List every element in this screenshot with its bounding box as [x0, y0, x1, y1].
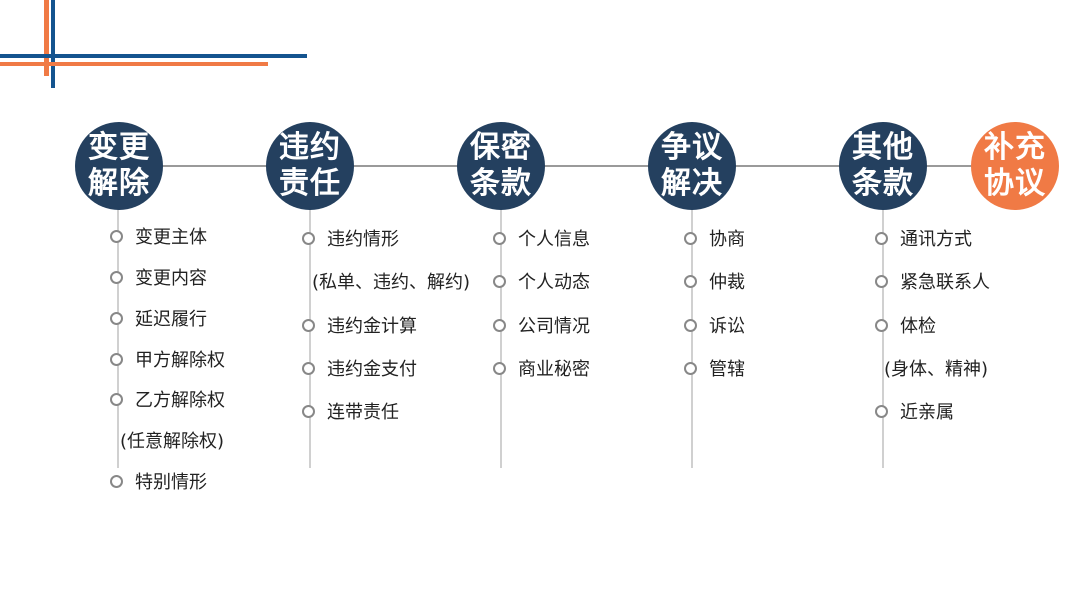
- item-label: 商业秘密: [518, 359, 590, 380]
- item-label: 变更主体: [135, 227, 207, 248]
- list-item: 连带责任: [302, 398, 399, 424]
- node-title-line2: 条款: [852, 166, 914, 201]
- item-label: 公司情况: [518, 316, 590, 337]
- node-change-termination: 变更 解除: [75, 122, 163, 210]
- item-label: 违约金计算: [327, 316, 417, 337]
- node-other-clauses: 其他 条款: [839, 122, 927, 210]
- node-title-line1: 争议: [661, 130, 723, 165]
- node-title-line2: 条款: [470, 166, 532, 201]
- node-title-line1: 违约: [279, 130, 341, 165]
- item-label: 个人动态: [518, 272, 590, 293]
- circle-bullet-icon: [875, 318, 888, 332]
- item-label: 近亲属: [900, 402, 954, 423]
- circle-bullet-icon: [110, 270, 123, 284]
- circle-bullet-icon: [302, 404, 315, 418]
- circle-bullet-icon: [302, 231, 315, 245]
- list-item: 违约情形: [302, 225, 399, 251]
- list-item: 协商: [684, 225, 745, 251]
- circle-bullet-icon: [110, 474, 123, 488]
- item-label: 违约情形: [327, 229, 399, 250]
- item-label: 仲裁: [709, 272, 745, 293]
- circle-bullet-icon: [110, 311, 123, 325]
- circle-bullet-icon: [302, 361, 315, 375]
- node-title-line1: 保密: [470, 130, 532, 165]
- column-5-line: [882, 206, 884, 468]
- node-breach-liability: 违约 责任: [266, 122, 354, 210]
- deco-orange-vertical: [44, 0, 49, 76]
- list-item: 变更主体: [110, 223, 207, 249]
- list-item: 违约金支付: [302, 355, 417, 381]
- node-title-line2: 责任: [279, 166, 341, 201]
- node-title-line1: 变更: [88, 130, 150, 165]
- circle-bullet-icon: [875, 231, 888, 245]
- item-label: 延迟履行: [135, 309, 207, 330]
- list-item: 体检: [875, 312, 936, 338]
- column-1-line: [117, 206, 119, 468]
- item-label: 诉讼: [709, 316, 745, 337]
- list-item: 变更内容: [110, 264, 207, 290]
- list-item: 延迟履行: [110, 305, 207, 331]
- item-label: 管辖: [709, 359, 745, 380]
- item-label: 通讯方式: [900, 229, 972, 250]
- circle-bullet-icon: [302, 318, 315, 332]
- list-item: 个人信息: [493, 225, 590, 251]
- item-label: 违约金支付: [327, 359, 417, 380]
- node-title-line2: 解决: [661, 166, 723, 201]
- circle-bullet-icon: [110, 392, 123, 406]
- list-item: 管辖: [684, 355, 745, 381]
- list-item: 特别情形: [110, 468, 207, 494]
- item-note: (身体、精神): [884, 359, 989, 380]
- node-supplementary-agreement: 补充 协议: [971, 122, 1059, 210]
- item-label: 乙方解除权: [135, 390, 225, 411]
- circle-bullet-icon: [684, 231, 697, 245]
- item-note: (私单、违约、解约): [312, 272, 471, 293]
- list-item: 仲裁: [684, 268, 745, 294]
- node-dispute-resolution: 争议 解决: [648, 122, 736, 210]
- circle-bullet-icon: [684, 361, 697, 375]
- node-title-line1: 其他: [852, 130, 914, 165]
- timeline-axis: [80, 165, 1040, 167]
- node-title-line1: 补充: [984, 130, 1046, 165]
- list-item: 甲方解除权: [110, 346, 225, 372]
- circle-bullet-icon: [684, 318, 697, 332]
- circle-bullet-icon: [875, 274, 888, 288]
- list-item: 通讯方式: [875, 225, 972, 251]
- item-label: 个人信息: [518, 229, 590, 250]
- circle-bullet-icon: [110, 229, 123, 243]
- column-2-line: [309, 206, 311, 468]
- circle-bullet-icon: [684, 274, 697, 288]
- circle-bullet-icon: [493, 318, 506, 332]
- list-item: 诉讼: [684, 312, 745, 338]
- deco-blue-vertical: [51, 0, 55, 88]
- column-3-line: [500, 206, 502, 468]
- node-title-line2: 协议: [984, 166, 1046, 201]
- node-title-line2: 解除: [88, 166, 150, 201]
- circle-bullet-icon: [493, 231, 506, 245]
- list-item: 乙方解除权: [110, 386, 225, 412]
- item-note: (任意解除权): [120, 431, 225, 452]
- column-4-line: [691, 206, 693, 468]
- circle-bullet-icon: [493, 274, 506, 288]
- list-item: 近亲属: [875, 398, 954, 424]
- deco-blue-horizontal: [0, 54, 307, 58]
- item-label: 特别情形: [135, 472, 207, 493]
- circle-bullet-icon: [493, 361, 506, 375]
- list-item: 商业秘密: [493, 355, 590, 381]
- list-item: 公司情况: [493, 312, 590, 338]
- item-label: 变更内容: [135, 268, 207, 289]
- list-item: 紧急联系人: [875, 268, 990, 294]
- list-item: 个人动态: [493, 268, 590, 294]
- circle-bullet-icon: [110, 352, 123, 366]
- node-confidentiality: 保密 条款: [457, 122, 545, 210]
- item-label: 协商: [709, 229, 745, 250]
- circle-bullet-icon: [875, 404, 888, 418]
- item-label: 紧急联系人: [900, 272, 990, 293]
- item-label: 连带责任: [327, 402, 399, 423]
- item-label: 体检: [900, 316, 936, 337]
- deco-orange-horizontal: [0, 62, 268, 66]
- item-label: 甲方解除权: [135, 350, 225, 371]
- list-item: 违约金计算: [302, 312, 417, 338]
